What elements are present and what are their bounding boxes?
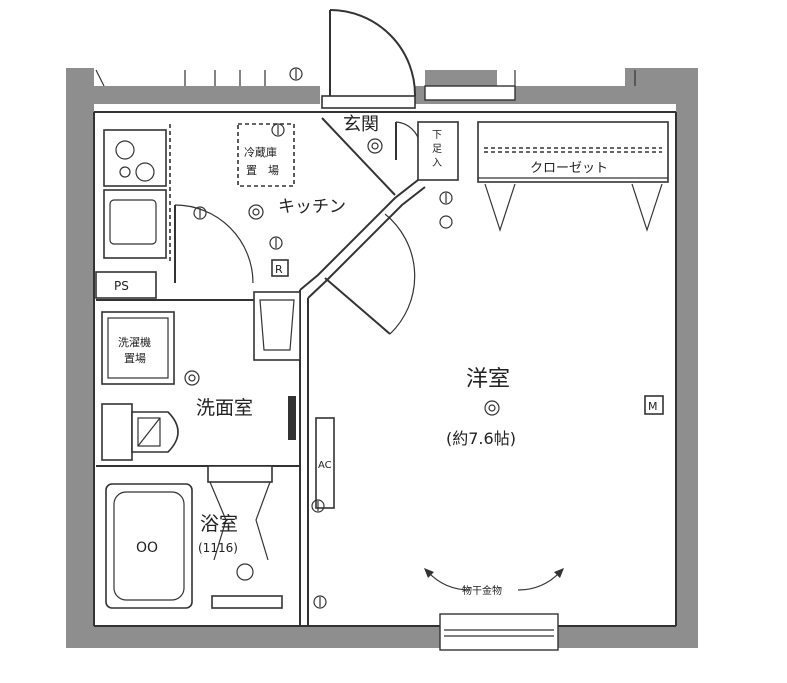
western-room — [271, 67, 664, 609]
aircon-unit — [315, 417, 335, 509]
inner-walls — [93, 69, 677, 627]
label-bathroom-size: (1116) — [198, 541, 238, 555]
label-bathtub: OO — [136, 540, 158, 556]
kitchen-area — [103, 123, 295, 284]
window-top — [424, 85, 516, 101]
label-western-room: 洋室 — [466, 367, 510, 392]
bathroom-area — [105, 465, 283, 609]
stove-icon — [103, 129, 167, 187]
kitchen-light-icon — [248, 204, 264, 220]
label-fridge-1: 冷蔵庫 — [244, 145, 277, 159]
label-remote: R — [275, 263, 283, 276]
washer-space — [101, 311, 175, 385]
label-western-room-size: (約7.6帖) — [446, 429, 516, 448]
room-light-icon — [484, 400, 500, 416]
label-entrance: 玄関 — [343, 114, 379, 135]
label-washer-1: 洗濯機 — [118, 335, 151, 349]
label-bathroom: 浴室 — [200, 513, 238, 535]
toilet-tank-icon — [101, 403, 133, 461]
label-shoe-1: 下 — [432, 130, 442, 141]
shoe-box — [417, 121, 459, 181]
label-fridge-2: 置 場 — [246, 164, 279, 177]
label-drying-hardware: 物干金物 — [462, 584, 502, 597]
washroom-area — [96, 290, 309, 626]
window-bottom — [439, 613, 559, 651]
entrance-area — [320, 111, 459, 196]
closet — [477, 121, 669, 232]
towel-bar — [288, 396, 296, 440]
fridge-space — [237, 123, 295, 187]
entrance-light-icon — [367, 138, 383, 154]
label-kitchen: キッチン — [278, 197, 346, 217]
label-shoe-2: 足 — [432, 143, 442, 155]
label-closet: クローゼット — [530, 161, 608, 176]
label-ac: AC — [318, 460, 332, 471]
label-shoe-3: 入 — [432, 158, 442, 169]
label-meter: M — [648, 400, 658, 413]
label-ps: PS — [114, 279, 129, 293]
shower-icon — [236, 563, 254, 581]
ps-box — [95, 271, 157, 299]
entrance-door — [321, 9, 417, 109]
bathtub-icon — [105, 483, 193, 609]
label-washer-2: 置場 — [124, 352, 146, 365]
meter-box — [644, 395, 664, 415]
label-washroom: 洗面室 — [196, 397, 253, 419]
toilet-bowl-icon — [131, 411, 179, 453]
washroom-light-icon — [184, 370, 200, 386]
diagonal-partition — [299, 179, 426, 335]
remote-box — [271, 259, 289, 277]
